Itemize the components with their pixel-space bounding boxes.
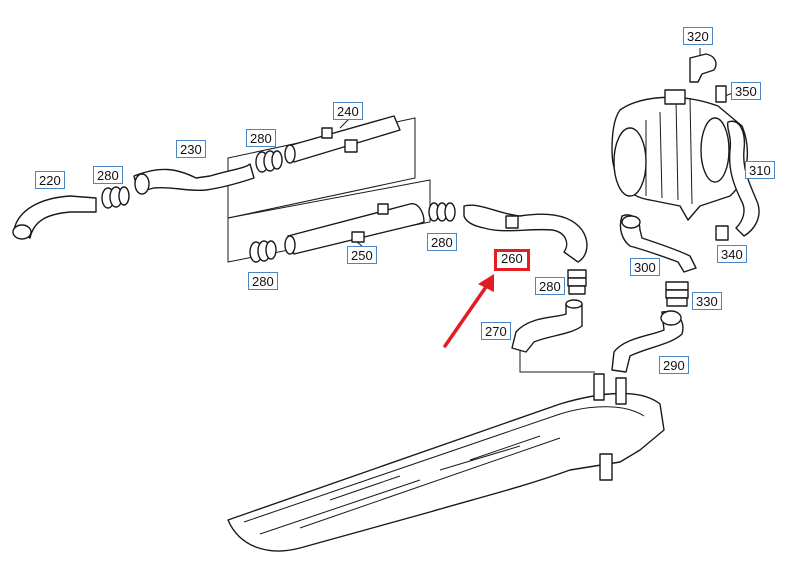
coupling-280-left <box>101 186 130 209</box>
callout-300[interactable]: 300 <box>630 258 660 276</box>
hose-270-end <box>565 299 583 309</box>
throttle-actuator <box>664 89 686 105</box>
callout-230[interactable]: 230 <box>176 140 206 158</box>
callout-260-highlighted[interactable]: 260 <box>494 249 530 271</box>
manifold-details <box>243 406 645 535</box>
callout-250[interactable]: 250 <box>347 246 377 264</box>
hose-260-clip <box>505 215 519 229</box>
hose-270 <box>511 303 583 353</box>
frame-lower <box>519 350 595 373</box>
pipe-250-clip <box>377 203 389 215</box>
hose-230-end <box>134 173 150 195</box>
callout-340[interactable]: 340 <box>717 245 747 263</box>
coupling-280-upper <box>255 150 283 173</box>
hose-290-end <box>660 310 682 326</box>
hose-220 <box>13 195 97 239</box>
hose-260 <box>463 204 588 263</box>
callout-330[interactable]: 330 <box>692 292 722 310</box>
manifold-mount <box>599 453 613 481</box>
callout-350[interactable]: 350 <box>731 82 761 100</box>
callout-280[interactable]: 280 <box>246 129 276 147</box>
callout-320[interactable]: 320 <box>683 27 713 45</box>
pipe-250 <box>287 203 425 255</box>
callout-220[interactable]: 220 <box>35 171 65 189</box>
fitting-340 <box>715 225 729 241</box>
throttle-ribs <box>645 97 693 205</box>
manifold-port-2 <box>615 377 627 405</box>
coupling-330 <box>665 281 689 307</box>
callout-270[interactable]: 270 <box>481 322 511 340</box>
pipe-240-end <box>284 144 296 164</box>
hose-300-end <box>621 215 641 229</box>
callout-310[interactable]: 310 <box>745 161 775 179</box>
elbow-320 <box>689 53 717 83</box>
hose-310 <box>726 120 760 237</box>
hose-230 <box>133 163 255 193</box>
callout-240[interactable]: 240 <box>333 102 363 120</box>
pipe-240-bracket <box>344 139 358 153</box>
fitting-350 <box>715 85 727 103</box>
coupling-280-middle <box>428 202 456 222</box>
coupling-280-lower <box>249 240 277 263</box>
pipe-250-end <box>284 235 296 255</box>
hose-220-end <box>12 224 32 240</box>
pointer-arrow-head <box>478 274 494 292</box>
callout-280[interactable]: 280 <box>93 166 123 184</box>
callout-290[interactable]: 290 <box>659 356 689 374</box>
callout-280[interactable]: 280 <box>535 277 565 295</box>
callout-280[interactable]: 280 <box>427 233 457 251</box>
pipe-240 <box>287 115 401 163</box>
coupling-280-right <box>567 269 587 295</box>
callout-280[interactable]: 280 <box>248 272 278 290</box>
throttle-inlet <box>613 127 647 197</box>
throttle-outlet <box>700 117 730 183</box>
pipe-250-bracket <box>351 231 365 243</box>
pipe-240-clip <box>321 127 333 139</box>
intake-manifold <box>227 392 665 552</box>
manifold-port-1 <box>593 373 605 401</box>
pointer-arrow-line <box>443 282 490 348</box>
